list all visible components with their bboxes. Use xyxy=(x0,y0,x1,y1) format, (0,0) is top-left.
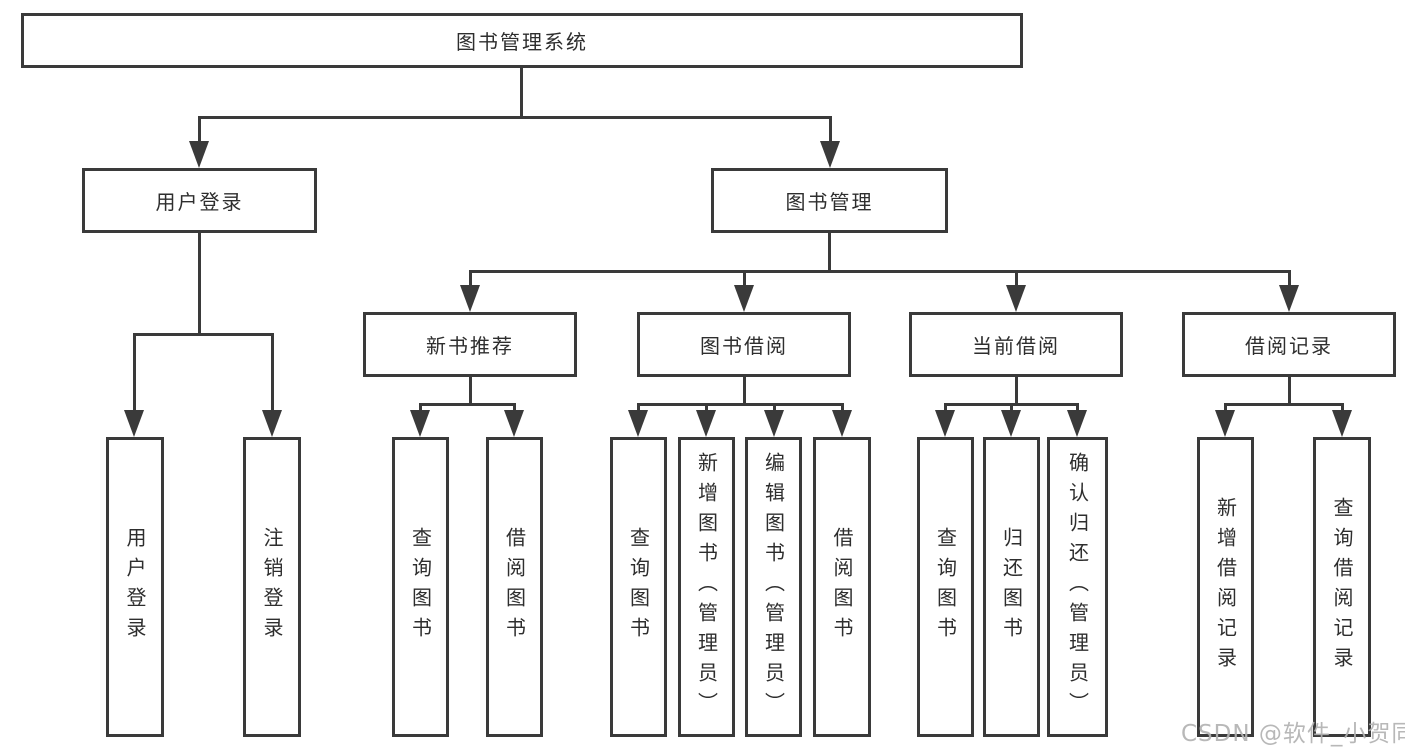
connector-line xyxy=(743,377,746,406)
connector-line xyxy=(743,270,746,288)
connector-line xyxy=(829,116,832,148)
leaf-label: 编辑图书（管理员） xyxy=(761,452,786,722)
connector-line xyxy=(133,333,274,336)
connector-line xyxy=(133,333,136,413)
arrow-down-icon xyxy=(189,141,209,168)
arrow-down-icon xyxy=(696,410,716,437)
connector-line xyxy=(271,333,274,413)
arrow-down-icon xyxy=(1067,410,1087,437)
connector-line xyxy=(841,403,844,413)
connector-line xyxy=(1224,403,1227,413)
node-current-borrowing: 当前借阅 xyxy=(909,312,1123,377)
arrow-down-icon xyxy=(124,410,144,437)
arrow-down-icon xyxy=(935,410,955,437)
node-book-borrowing: 图书借阅 xyxy=(637,312,851,377)
connector-line xyxy=(1010,403,1013,413)
leaf-label: 借阅图书 xyxy=(502,527,527,647)
leaf-user-login: 用户登录 xyxy=(106,437,164,737)
leaf-add-borrow-record: 新增借阅记录 xyxy=(1197,437,1254,737)
node-label: 新书推荐 xyxy=(426,334,514,358)
leaf-label: 用户登录 xyxy=(123,527,147,647)
arrow-down-icon xyxy=(820,141,840,168)
connector-line xyxy=(828,233,831,273)
connector-line xyxy=(1076,403,1079,413)
connector-line xyxy=(1015,270,1018,288)
connector-line xyxy=(513,403,516,413)
arrow-down-icon xyxy=(764,410,784,437)
node-user-login: 用户登录 xyxy=(82,168,317,233)
leaf-label: 归还图书 xyxy=(999,527,1024,647)
arrow-down-icon xyxy=(504,410,524,437)
connector-line xyxy=(1224,403,1344,406)
node-label: 当前借阅 xyxy=(972,334,1060,358)
connector-line xyxy=(419,403,422,413)
leaf-label: 确认归还（管理员） xyxy=(1065,452,1090,722)
leaf-label: 查询图书 xyxy=(626,527,651,647)
node-borrowing-records: 借阅记录 xyxy=(1182,312,1396,377)
leaf-label: 查询借阅记录 xyxy=(1330,497,1354,677)
arrow-down-icon xyxy=(734,285,754,312)
leaf-label: 新增图书（管理员） xyxy=(694,452,719,722)
arrow-down-icon xyxy=(1006,285,1026,312)
connector-line xyxy=(469,270,1291,273)
node-new-book-recommendation: 新书推荐 xyxy=(363,312,577,377)
connector-line xyxy=(520,68,523,118)
arrow-down-icon xyxy=(1001,410,1021,437)
arrow-down-icon xyxy=(1279,285,1299,312)
connector-line xyxy=(419,403,516,406)
connector-line xyxy=(198,116,201,148)
connector-line xyxy=(1288,270,1291,288)
leaf-borrow-books: 借阅图书 xyxy=(813,437,871,737)
arrow-down-icon xyxy=(1332,410,1352,437)
leaf-label: 借阅图书 xyxy=(830,527,854,647)
connector-line xyxy=(1015,377,1018,406)
node-book-management: 图书管理 xyxy=(711,168,948,233)
connector-line xyxy=(1341,403,1344,413)
connector-line xyxy=(637,403,844,406)
connector-line xyxy=(469,377,472,406)
leaf-label: 新增借阅记录 xyxy=(1213,497,1238,677)
connector-line xyxy=(944,403,947,413)
connector-line xyxy=(198,233,201,336)
connector-line xyxy=(1288,377,1291,406)
node-label: 图书管理 xyxy=(785,190,874,214)
leaf-query-borrow-record: 查询借阅记录 xyxy=(1313,437,1371,737)
arrow-down-icon xyxy=(1215,410,1235,437)
connector-line xyxy=(773,403,776,413)
node-label: 用户登录 xyxy=(155,190,244,214)
connector-line xyxy=(198,116,832,119)
connector-line xyxy=(469,270,472,288)
connector-line xyxy=(637,403,640,413)
leaf-confirm-return-admin: 确认归还（管理员） xyxy=(1047,437,1108,737)
arrow-down-icon xyxy=(832,410,852,437)
leaf-query-books-borrowing: 查询图书 xyxy=(610,437,667,737)
leaf-query-books-current: 查询图书 xyxy=(917,437,974,737)
node-label: 图书管理系统 xyxy=(456,30,588,54)
leaf-return-book: 归还图书 xyxy=(983,437,1040,737)
csdn-watermark: CSDN @软件_小贺同学 xyxy=(1181,721,1405,747)
leaf-borrow-books-recommend: 借阅图书 xyxy=(486,437,543,737)
leaf-edit-book-admin: 编辑图书（管理员） xyxy=(745,437,802,737)
leaf-add-book-admin: 新增图书（管理员） xyxy=(678,437,735,737)
arrow-down-icon xyxy=(410,410,430,437)
node-label: 图书借阅 xyxy=(700,334,788,358)
arrow-down-icon xyxy=(262,410,282,437)
node-library-management-system: 图书管理系统 xyxy=(21,13,1023,68)
leaf-query-books-recommend: 查询图书 xyxy=(392,437,449,737)
arrow-down-icon xyxy=(460,285,480,312)
leaf-label: 查询图书 xyxy=(933,527,958,647)
leaf-label: 查询图书 xyxy=(408,527,433,647)
leaf-label: 注销登录 xyxy=(260,527,284,647)
arrow-down-icon xyxy=(628,410,648,437)
leaf-logout: 注销登录 xyxy=(243,437,301,737)
node-label: 借阅记录 xyxy=(1245,334,1333,358)
connector-line xyxy=(705,403,708,413)
